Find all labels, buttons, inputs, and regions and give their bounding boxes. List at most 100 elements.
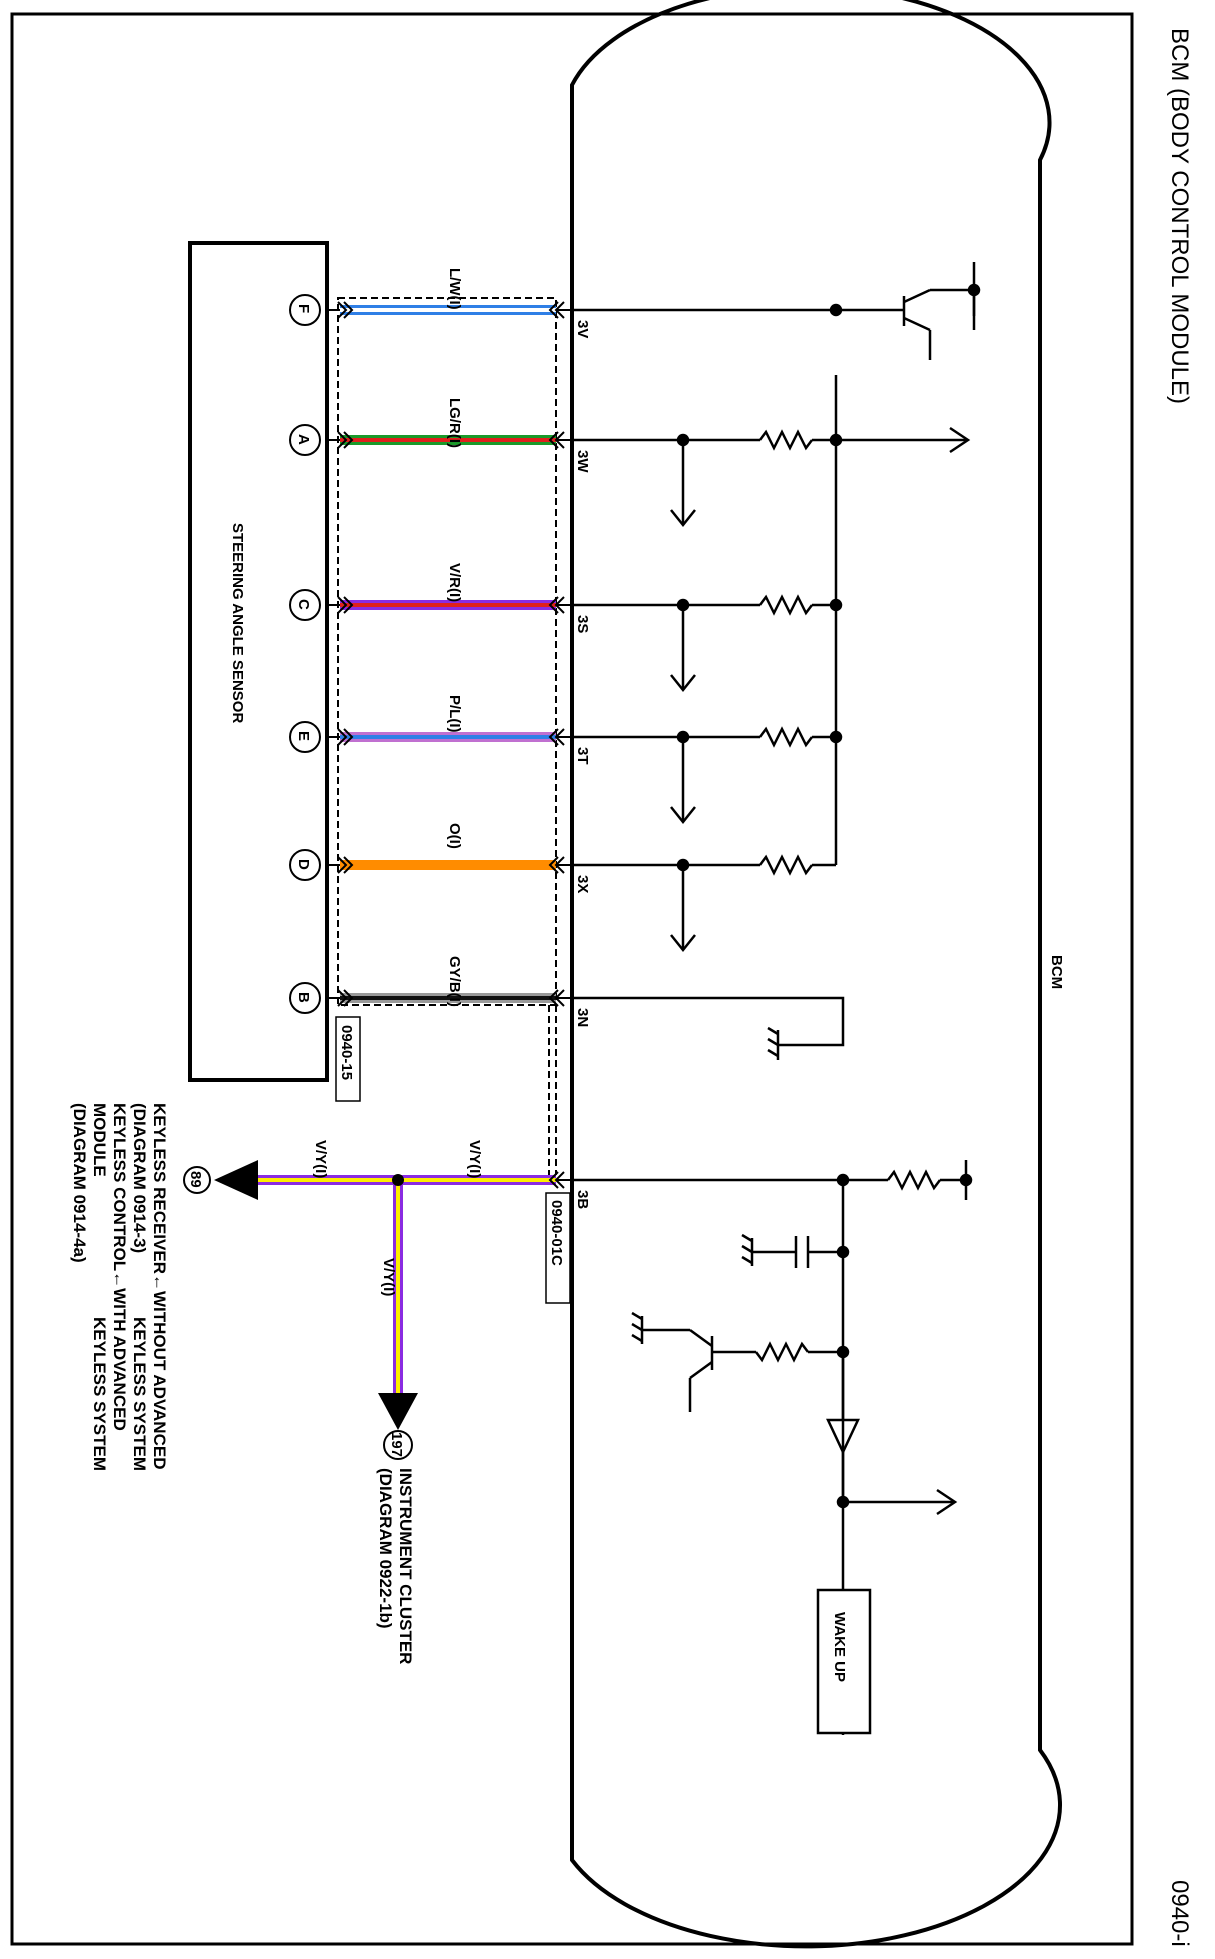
output-arrow: [949, 426, 971, 454]
keyless-wire-down-label: V/Y(I): [380, 1258, 397, 1296]
ref-197-number: 197: [388, 1432, 405, 1457]
keyless-wire-group: V/Y(I) V/Y(I) V/Y(I) 3B: [214, 1140, 591, 1430]
ref-89-line-5: (DIAGRAM 0914-4a): [70, 1103, 89, 1263]
resistor: [759, 726, 813, 748]
ground-symbol: [767, 1026, 779, 1058]
output-arrow: [936, 1488, 958, 1516]
transistor-emitter: [903, 316, 931, 332]
diagram-title: BCM (BODY CONTROL MODULE): [1166, 28, 1193, 404]
junction-dot: [829, 303, 843, 317]
bcm-terminal-3W: 3W: [574, 450, 591, 473]
connector-chevron: [548, 728, 565, 746]
ref-89-line-1: KEYLESS RECEIVER←WITHOUT ADVANCED: [150, 1103, 169, 1469]
ref-197-line-2: (DIAGRAM 0922-1b): [376, 1468, 395, 1629]
wire-A-label: LG/R(I): [446, 398, 463, 448]
sensor-pin-A-label: A: [295, 434, 312, 445]
ref-197-line-1: INSTRUMENT CLUSTER: [396, 1468, 415, 1664]
bcm-connector-box: [545, 1192, 571, 1304]
wire-B-label: GY/B(I): [446, 956, 463, 1007]
ref-89-line-2: (DIAGRAM 0914-3): [130, 1103, 149, 1253]
wire-C-label: V/R(I): [446, 563, 463, 602]
wire-E-stripe: [340, 735, 556, 739]
wire-F-label: L/W(I): [446, 268, 463, 310]
resistor: [887, 1169, 941, 1191]
ref-89-number: 89: [187, 1171, 204, 1188]
splice-dot: [392, 1174, 404, 1186]
sensor-pin-F: [289, 294, 321, 326]
resistor: [755, 1341, 809, 1363]
bcm-connector-label: 0940-01C: [548, 1200, 565, 1266]
transistor-collector: [903, 288, 931, 304]
sensor-pin-F-label: F: [295, 304, 312, 313]
connector-chevron: [548, 856, 565, 874]
connector-chevron: [548, 301, 565, 319]
bcm-terminal-3S: 3S: [574, 615, 591, 633]
junction-dot: [959, 1173, 973, 1187]
sensor-pin-E: [289, 721, 321, 753]
keyless-wire-branch-label: V/Y(I): [312, 1140, 329, 1178]
connector-chevron: [548, 989, 565, 1007]
keyless-wire-main-stripe: [255, 1178, 556, 1182]
sensor-pin-D: [289, 849, 321, 881]
keyless-wire-branch-stripe: [396, 1180, 400, 1395]
connector-chevron: [548, 596, 565, 614]
junction-dot: [829, 433, 843, 447]
page-border: [10, 12, 1134, 1946]
ref-89-line-2b: KEYLESS SYSTEM: [130, 1317, 149, 1471]
sensor-pin-B-label: B: [295, 992, 312, 1003]
bcm-terminal-3V: 3V: [574, 320, 591, 338]
connector-chevron: [337, 301, 354, 319]
steering-angle-sensor-label: STEERING ANGLE SENSOR: [229, 523, 246, 723]
ground-symbol: [631, 1311, 643, 1343]
bcm-outline: [570, 0, 1062, 1949]
sensor-pin-D-label: D: [295, 859, 312, 870]
wakeup-box: [816, 1588, 872, 1735]
wire-F-stripe: [340, 308, 556, 312]
shield-outline: [337, 297, 557, 1006]
ref-89-line-3: KEYLESS CONTROL←WITH ADVANCED: [110, 1103, 129, 1431]
keyless-arrow-197: [378, 1393, 418, 1430]
wire-B-stripe: [340, 996, 556, 1000]
wakeup-label: WAKE UP: [831, 1612, 848, 1682]
ref-89-line-4b: KEYLESS SYSTEM: [90, 1317, 109, 1471]
bcm-internal-circuit: [572, 262, 981, 1735]
wire-D-stripe: [340, 863, 556, 867]
connector-chevron: [337, 989, 354, 1007]
input-arrow: [670, 674, 696, 693]
input-arrow: [670, 509, 696, 528]
connector-chevron: [337, 856, 354, 874]
connector-chevron: [337, 431, 354, 449]
steering-angle-sensor-box: [188, 241, 329, 1082]
connector-chevron: [548, 1171, 565, 1189]
connector-chevron: [548, 431, 565, 449]
input-arrow: [670, 934, 696, 953]
bcm-terminal-3N: 3N: [574, 1008, 591, 1027]
bcm-label: BCM: [1048, 955, 1065, 989]
sensor-connector-box: [335, 1016, 361, 1102]
sensor-pin-B: [289, 982, 321, 1014]
page-id: 0940-i: [1166, 1880, 1193, 1947]
wire-group: [289, 294, 572, 1014]
wire-D-label: O(I): [446, 823, 463, 849]
resistor: [759, 854, 813, 876]
keyless-wire-label: V/Y(I): [466, 1140, 483, 1178]
ref-197-circle: [383, 1430, 413, 1460]
sensor-connector-label: 0940-15: [338, 1025, 355, 1080]
wire-E-label: P/L(I): [446, 695, 463, 733]
bcm-terminal-3B: 3B: [574, 1190, 591, 1209]
sensor-pin-C: [289, 589, 321, 621]
ground-symbol: [741, 1233, 753, 1265]
input-arrow: [670, 806, 696, 825]
sensor-pin-C-label: C: [295, 599, 312, 610]
ref-89-text: KEYLESS RECEIVER←WITHOUT ADVANCED (DIAGR…: [70, 1103, 169, 1471]
connector-chevron: [337, 596, 354, 614]
bcm-trace-3n: [572, 996, 845, 1047]
junction-dot: [829, 730, 843, 744]
wire-C-stripe: [340, 603, 556, 607]
wire-A-stripe: [340, 438, 556, 442]
sensor-pin-A: [289, 424, 321, 456]
transistor-emitter: [689, 1360, 713, 1380]
ref-89-circle: [183, 1166, 211, 1194]
ref-89-line-4: MODULE: [90, 1103, 109, 1177]
